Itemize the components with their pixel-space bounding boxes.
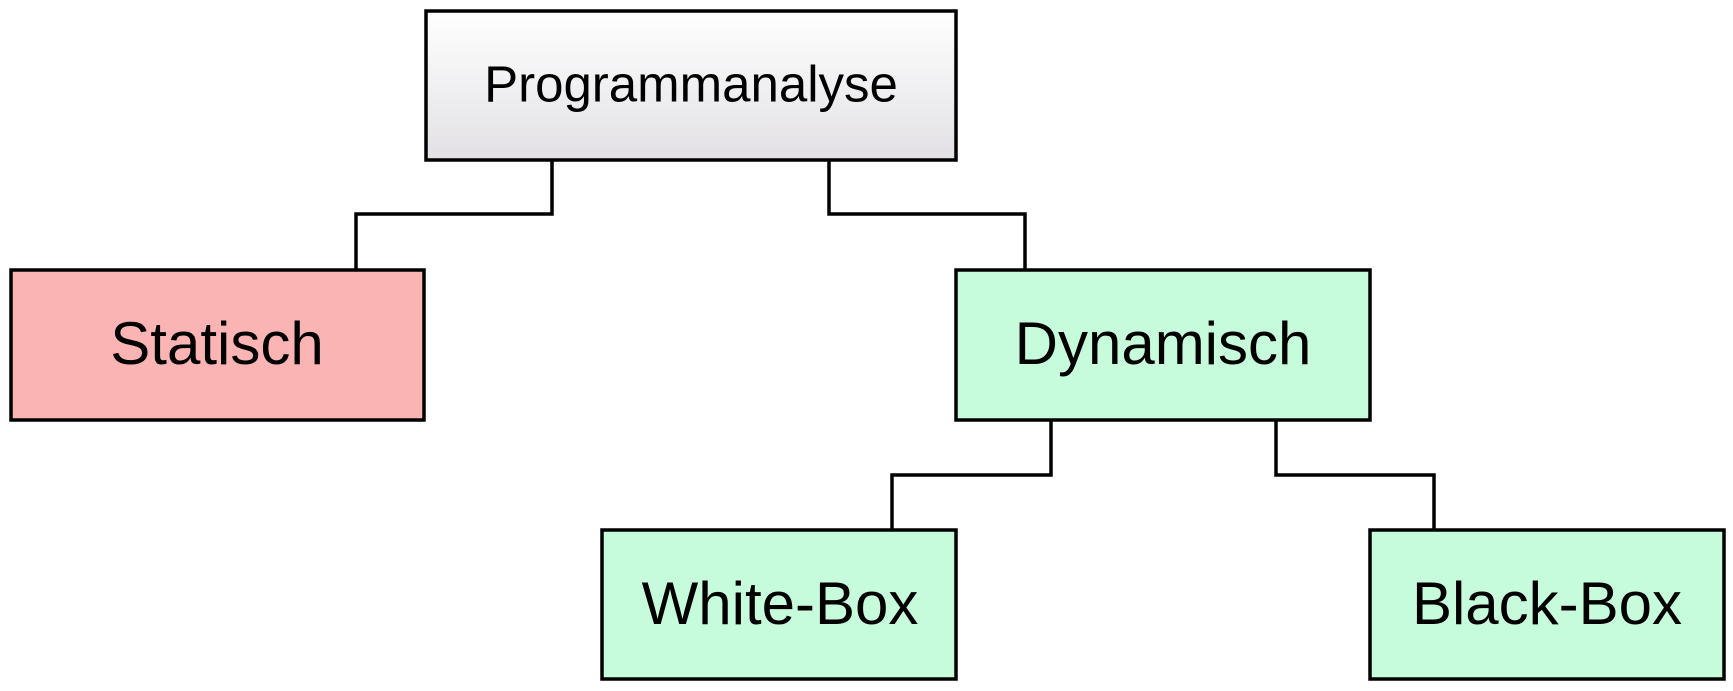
node-white-box-box <box>600 528 958 681</box>
node-white-box: White-Box <box>600 528 958 681</box>
node-dynamisch-box <box>954 268 1372 422</box>
node-programmanalyse-label: Programmanalyse <box>484 55 898 112</box>
node-statisch-box <box>9 268 426 422</box>
node-statisch-label: Statisch <box>110 310 323 377</box>
node-statisch: Statisch <box>9 268 426 422</box>
node-dynamisch: Dynamisch <box>954 268 1372 422</box>
connector-dynamisch-black-box <box>1274 420 1436 530</box>
connectors <box>354 160 1436 530</box>
node-white-box-label: White-Box <box>642 570 919 637</box>
node-dynamisch-label: Dynamisch <box>1015 310 1312 377</box>
node-programmanalyse-box <box>424 9 958 162</box>
connector-programmanalyse-statisch <box>354 160 554 270</box>
connector-dynamisch-white-box <box>890 420 1053 530</box>
connector-programmanalyse-dynamisch <box>827 160 1027 270</box>
node-black-box-label: Black-Box <box>1412 570 1682 637</box>
node-programmanalyse: Programmanalyse <box>424 9 958 162</box>
node-black-box: Black-Box <box>1368 528 1726 681</box>
node-black-box-box <box>1368 528 1726 681</box>
